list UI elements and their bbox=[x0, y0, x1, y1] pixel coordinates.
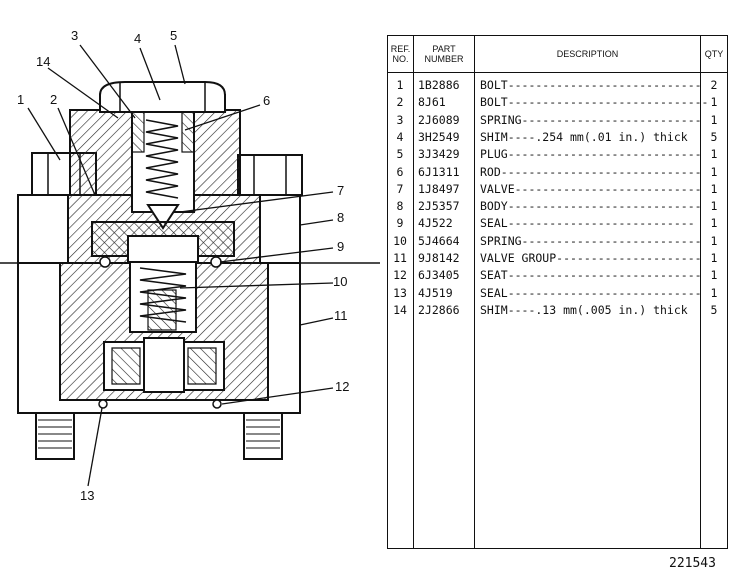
description-cell: SEAL--------------------------- bbox=[480, 216, 695, 231]
qty-cell: 1 bbox=[710, 95, 718, 110]
description-cell: VALVE GROUP--------------------- bbox=[480, 251, 702, 265]
qty-cell: 1 bbox=[710, 112, 718, 127]
description-cell: BOLT---------------------------- bbox=[480, 78, 702, 92]
qty-cell: 2 bbox=[710, 78, 718, 92]
callout-4: 4 bbox=[134, 31, 142, 46]
qty-cell: 1 bbox=[710, 268, 718, 283]
part-number-cell: 6J1311 bbox=[418, 164, 460, 179]
header-description: DESCRIPTION bbox=[556, 49, 619, 59]
part-number-cell: 4J519 bbox=[418, 285, 453, 300]
qty-cell: 1 bbox=[710, 181, 718, 196]
ref-cell: 10 bbox=[393, 233, 407, 248]
upper-spring bbox=[145, 119, 179, 199]
drawing-number: 221543 bbox=[669, 556, 716, 571]
description-cell: SPRING-------------------------- bbox=[480, 233, 702, 248]
part-number-cell: 3H2549 bbox=[418, 129, 460, 144]
callout-7: 7 bbox=[337, 183, 345, 198]
table-row: 4 3H2549 SHIM----.254 mm(.01 in.) thick 5 bbox=[388, 129, 727, 147]
qty-cell: 1 bbox=[710, 285, 718, 300]
table-row: 1 1B2886 BOLT---------------------------- 2 bbox=[388, 77, 727, 95]
qty-cell: 1 bbox=[710, 216, 718, 231]
callout-2: 2 bbox=[50, 92, 58, 107]
callout-9: 9 bbox=[337, 239, 345, 254]
ref-cell: 2 bbox=[396, 95, 404, 110]
qty-cell: 1 bbox=[710, 233, 718, 248]
header-ref: REF. NO. bbox=[390, 44, 411, 64]
description-cell: SPRING-------------------------- bbox=[480, 112, 702, 127]
description-cell: PLUG---------------------------- bbox=[480, 147, 702, 162]
part-number-cell: 9J8142 bbox=[418, 251, 460, 265]
qty-cell: 1 bbox=[710, 199, 718, 214]
right-bolt-head bbox=[237, 154, 303, 196]
table-row: 2 8J61 BOLT-----------------------------1 bbox=[388, 94, 727, 112]
callout-8: 8 bbox=[337, 210, 345, 225]
table-row: 7 1J8497 VALVE--------------------------- 1 bbox=[388, 181, 727, 199]
part-number-cell: 5J4664 bbox=[418, 233, 460, 248]
table-row: 14 2J2866 SHIM----.13 mm(.005 in.) thick 5 bbox=[388, 302, 727, 320]
callout-1: 1 bbox=[17, 92, 25, 107]
part-number-cell: 2J5357 bbox=[418, 199, 460, 214]
table-row: 8 2J5357 BODY---------------------------- 1 bbox=[388, 198, 727, 216]
description-cell: BOLT----------------------------- bbox=[480, 95, 709, 110]
part-number-cell: 1J8497 bbox=[418, 181, 460, 196]
description-cell: VALVE--------------------------- bbox=[480, 181, 702, 196]
ref-cell: 4 bbox=[396, 129, 404, 144]
ref-cell: 5 bbox=[396, 147, 404, 162]
ref-cell: 6 bbox=[396, 164, 404, 179]
callout-10: 10 bbox=[333, 274, 348, 289]
qty-cell: 1 bbox=[710, 164, 718, 179]
callout-13: 13 bbox=[80, 488, 95, 503]
callout-3: 3 bbox=[71, 28, 79, 43]
leader-lines bbox=[27, 44, 334, 487]
qty-cell: 5 bbox=[710, 302, 718, 317]
table-row: 13 4J519 SEAL---------------------------- 1 bbox=[388, 285, 727, 303]
ref-cell: 12 bbox=[393, 268, 407, 283]
callout-6: 6 bbox=[263, 93, 271, 108]
qty-cell: 1 bbox=[710, 251, 718, 265]
part-number-cell: 4J522 bbox=[418, 216, 453, 231]
part-number-cell: 3J3429 bbox=[418, 147, 460, 162]
table-row: 3 2J6089 SPRING-------------------------- 1 bbox=[388, 112, 727, 130]
part-number-cell: 6J3405 bbox=[418, 268, 460, 283]
table-row: 6 6J1311 ROD----------------------------- 1 bbox=[388, 164, 727, 182]
ref-cell: 7 bbox=[396, 181, 404, 196]
part-number-cell: 2J2866 bbox=[418, 302, 460, 317]
header-qty: QTY bbox=[704, 49, 724, 59]
table-row: 10 5J4664 SPRING--------------------------… bbox=[388, 233, 727, 251]
part-number-cell: 8J61 bbox=[418, 95, 446, 110]
callout-14: 14 bbox=[36, 54, 51, 69]
part-number-cell: 1B2886 bbox=[418, 78, 460, 92]
ref-cell: 8 bbox=[396, 199, 404, 214]
callout-12: 12 bbox=[335, 379, 350, 394]
description-cell: SEAT---------------------------- bbox=[480, 268, 702, 283]
qty-cell: 1 bbox=[710, 147, 718, 162]
left-bolt-thread bbox=[35, 412, 75, 460]
callout-5: 5 bbox=[170, 28, 178, 43]
header-part-number: PART NUMBER bbox=[424, 44, 464, 64]
part-number-cell: 2J6089 bbox=[418, 112, 460, 127]
table-row: 5 3J3429 PLUG---------------------------- 1 bbox=[388, 146, 727, 164]
ref-cell: 13 bbox=[393, 285, 407, 300]
right-bolt-thread bbox=[243, 412, 283, 460]
description-cell: SHIM----.13 mm(.005 in.) thick bbox=[480, 302, 688, 317]
valve-cone bbox=[146, 204, 180, 230]
callout-11: 11 bbox=[334, 308, 348, 323]
ref-cell: 1 bbox=[396, 78, 404, 92]
description-cell: SEAL---------------------------- bbox=[480, 285, 702, 300]
table-row: 9 4J522 SEAL--------------------------- 1 bbox=[388, 215, 727, 233]
description-cell: SHIM----.254 mm(.01 in.) thick bbox=[480, 129, 688, 144]
description-cell: ROD----------------------------- bbox=[480, 164, 702, 179]
description-cell: BODY---------------------------- bbox=[480, 199, 702, 214]
table-row: 11 9J8142 VALVE GROUP---------------------… bbox=[388, 250, 727, 268]
ref-cell: 14 bbox=[393, 302, 407, 317]
ref-cell: 3 bbox=[396, 112, 404, 127]
qty-cell: 5 bbox=[710, 129, 718, 144]
valve-cross-section-drawing bbox=[0, 44, 380, 487]
ref-cell: 11 bbox=[393, 251, 407, 265]
ref-cell: 9 bbox=[396, 216, 404, 231]
table-row: 12 6J3405 SEAT----------------------------… bbox=[388, 267, 727, 285]
